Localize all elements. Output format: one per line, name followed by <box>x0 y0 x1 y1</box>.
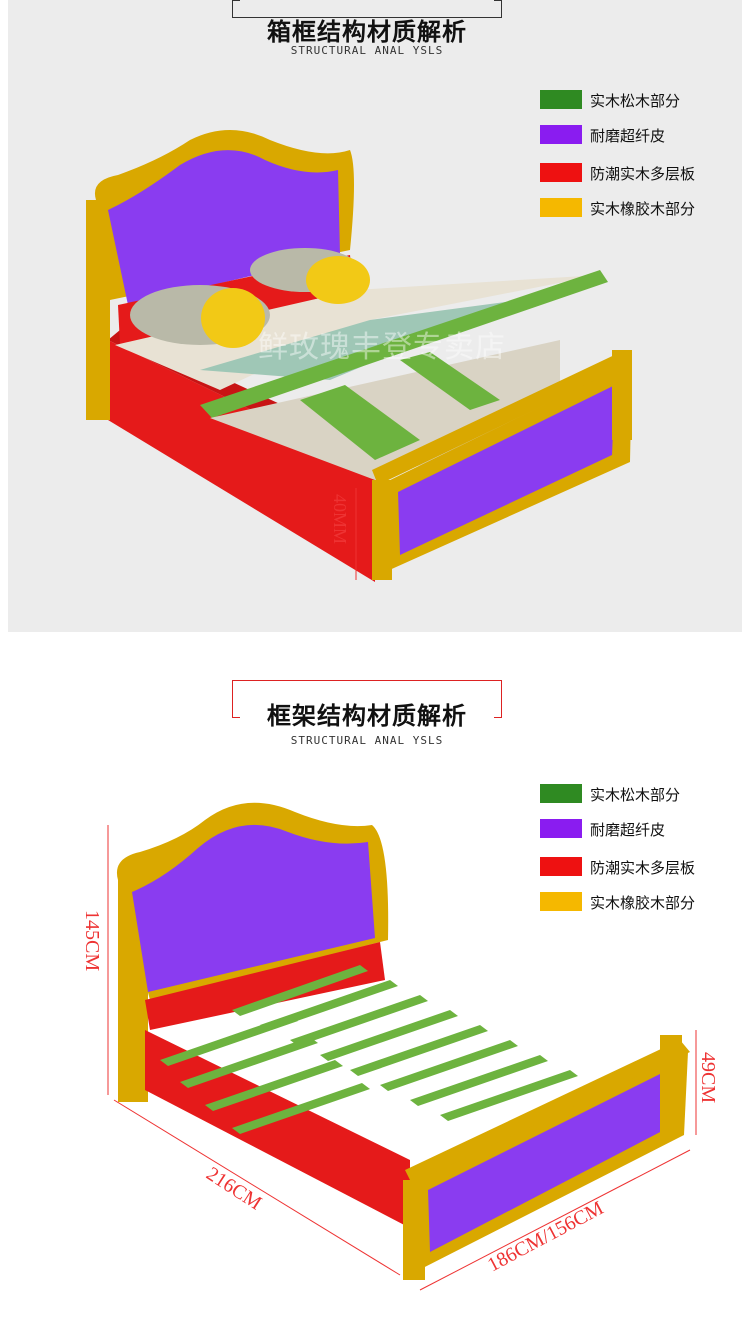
section-subtitle: STRUCTURAL ANAL YSLS <box>290 44 444 57</box>
dimension-label-length: 216CM <box>202 1163 265 1215</box>
section-title: 箱框结构材质解析 <box>267 18 467 46</box>
legend-item-pine: 实木松木部分 <box>540 88 740 112</box>
legend-swatch <box>540 784 582 803</box>
dimension-label-footboard: 49CM <box>697 1052 719 1103</box>
legend-label: 实木橡胶木部分 <box>590 200 696 218</box>
dimension-label-height: 145CM <box>81 910 103 971</box>
legend-swatch <box>540 90 582 109</box>
legend-item-plywood: 防潮实木多层板 <box>540 161 740 185</box>
storage-bed-illustration: 40MM <box>86 130 632 582</box>
legend-swatch <box>540 892 582 911</box>
legend-label: 防潮实木多层板 <box>590 165 696 183</box>
dimension-label-thickness: 40MM <box>330 494 350 544</box>
legend-item-plywood: 防潮实木多层板 <box>540 855 740 879</box>
legend-item-leather: 耐磨超纤皮 <box>540 817 740 841</box>
legend-item-leather: 耐磨超纤皮 <box>540 123 740 147</box>
frame-bed-section: 框架结构材质解析 STRUCTURAL ANAL YSLS 实木松木部分 耐磨超… <box>0 680 750 1329</box>
legend-swatch <box>540 163 582 182</box>
legend-swatch <box>540 198 582 217</box>
storage-bed-section: 箱框结构材质解析 STRUCTURAL ANAL YSLS 实木松木部分 耐磨超… <box>0 0 750 636</box>
watermark: 鲜玫瑰丰登专卖店 <box>258 330 506 365</box>
legend-label: 实木橡胶木部分 <box>590 894 696 912</box>
section-subtitle: STRUCTURAL ANAL YSLS <box>290 734 444 747</box>
legend-label: 防潮实木多层板 <box>590 859 696 877</box>
legend-item-rubberwood: 实木橡胶木部分 <box>540 196 740 220</box>
legend-label: 实木松木部分 <box>590 786 681 804</box>
legend-label: 耐磨超纤皮 <box>590 127 666 145</box>
legend-item-rubberwood: 实木橡胶木部分 <box>540 890 740 914</box>
slats <box>160 965 578 1134</box>
legend-swatch <box>540 857 582 876</box>
legend-swatch <box>540 819 582 838</box>
legend-swatch <box>540 125 582 144</box>
section-title-box: 箱框结构材质解析 STRUCTURAL ANAL YSLS <box>232 0 502 57</box>
section-title-box: 框架结构材质解析 STRUCTURAL ANAL YSLS <box>232 680 502 747</box>
legend-item-pine: 实木松木部分 <box>540 782 740 806</box>
section-title: 框架结构材质解析 <box>267 702 467 730</box>
legend-label: 实木松木部分 <box>590 92 681 110</box>
frame-bed-illustration: 145CM 216CM 186CM/156CM 49CM <box>81 802 719 1291</box>
legend-label: 耐磨超纤皮 <box>590 821 666 839</box>
